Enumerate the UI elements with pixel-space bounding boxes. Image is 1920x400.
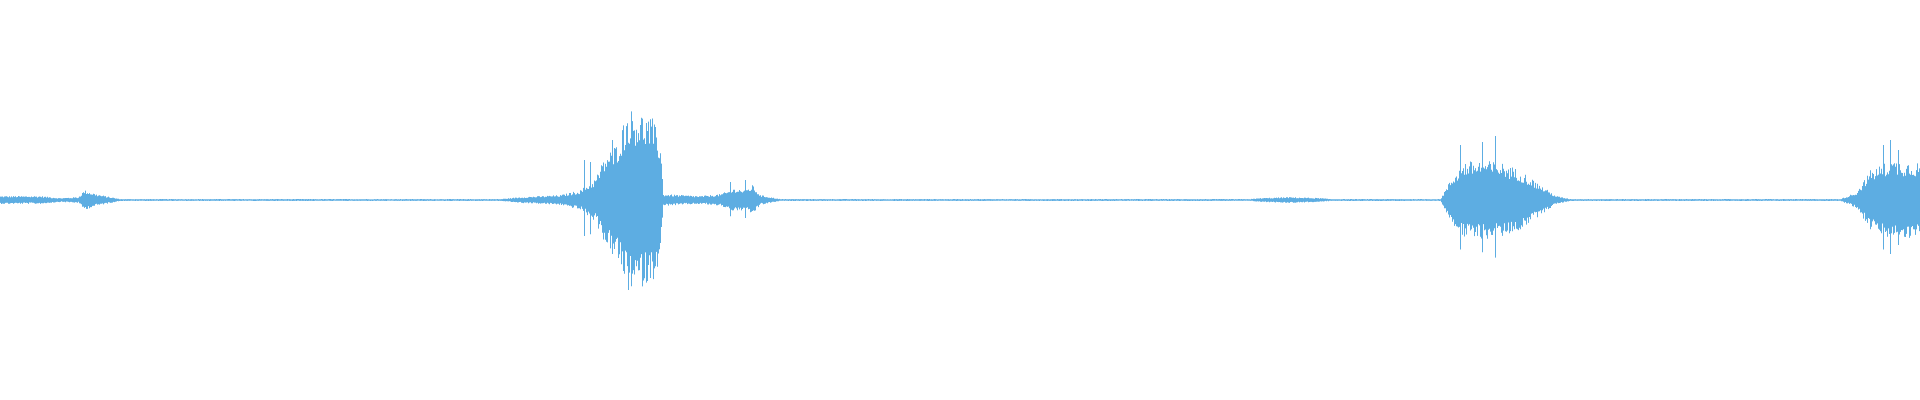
waveform-trace: [0, 111, 1920, 290]
